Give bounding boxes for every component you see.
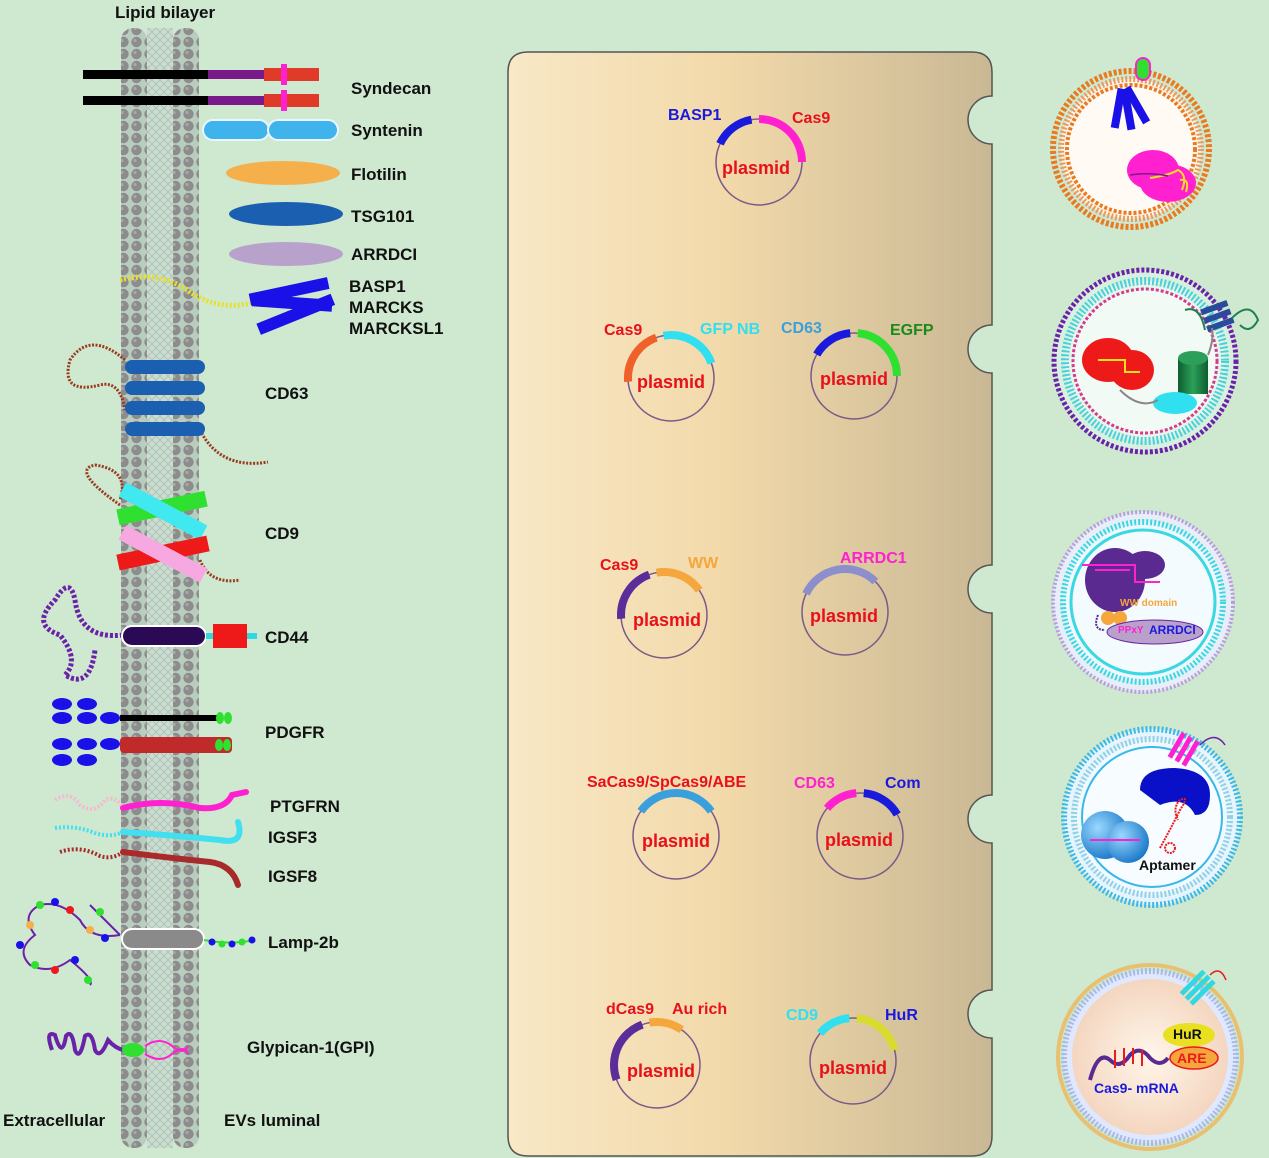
ptgfrn-shape: [53, 789, 249, 812]
arrdci-label: ARRDCI: [351, 245, 418, 264]
syndecan-label: Syndecan: [351, 79, 432, 98]
syntenin-label: Syntenin: [351, 121, 423, 140]
plasmid-8-label-b: Au rich: [672, 1001, 728, 1018]
plasmid-1-text: plasmid: [722, 158, 791, 178]
cell-body: [507, 51, 993, 1157]
igsf3-label: IGSF3: [268, 828, 318, 847]
plasmid-8-label-a: dCas9: [606, 1001, 655, 1018]
glypican-1-label: Glypican-1(GPI): [247, 1038, 375, 1057]
plasmid-gene-arc: [610, 1020, 644, 1082]
ww-domain-label: WW domain: [1120, 598, 1178, 609]
plasmid-gene-arc: [823, 789, 857, 812]
lamp-2b-shape: [16, 898, 256, 986]
vesicle-3: [1051, 510, 1235, 694]
flotilin-shape: [226, 161, 340, 185]
lipid-bilayer: [121, 28, 199, 1148]
plasmid-4-label-b: WW: [688, 555, 719, 572]
plasmid-3-text: plasmid: [820, 369, 889, 389]
cd44-shape: [41, 585, 257, 682]
marcksl1-label: MARCKSL1: [349, 319, 444, 338]
vesicle-5: [1056, 963, 1244, 1151]
plasmid-9-label-b: HuR: [885, 1007, 918, 1024]
cd44-label: CD44: [265, 628, 309, 647]
vesicle-4: [1061, 726, 1243, 908]
arrdci-shape: [229, 242, 343, 266]
basp1-shape: [119, 274, 336, 335]
plasmid-9-label-a: CD9: [786, 1007, 819, 1024]
plasmid-3-label-a: CD63: [781, 320, 822, 337]
lipid-bilayer-title: Lipid bilayer: [115, 3, 216, 22]
plasmid-gene-arc: [655, 568, 703, 593]
plasmid-gene-arc: [716, 115, 753, 146]
tsg101-label: TSG101: [351, 207, 415, 226]
plasmid-ring: [809, 1017, 897, 1105]
plasmid-7-text: plasmid: [825, 830, 894, 850]
plasmid-gene-arc: [802, 565, 879, 596]
evs-luminal-label: EVs luminal: [224, 1111, 321, 1130]
plasmid-5-label-a: ARRDC1: [840, 550, 907, 567]
plasmid-gene-arc: [856, 1014, 899, 1052]
cd63-shape: [66, 343, 269, 465]
vesicle-1: [1050, 57, 1212, 230]
plasmid-2-text: plasmid: [637, 372, 706, 392]
syndecan-shape: [83, 64, 319, 111]
vesicle-2: [1051, 267, 1260, 455]
plasmid-gene-arc: [637, 789, 715, 814]
aptamer-shape: [1159, 797, 1186, 854]
aptamer-label: Aptamer: [1139, 857, 1196, 873]
pdgfr-shape: [52, 698, 232, 766]
plasmid-gene-arc: [617, 570, 651, 620]
igsf8-label: IGSF8: [268, 867, 318, 886]
plasmid-gene-arc: [648, 1018, 684, 1034]
syntenin-shape: [202, 119, 339, 141]
cd63-label: CD63: [265, 384, 309, 403]
hur-label: HuR: [1173, 1026, 1202, 1042]
ptgfrn-label: PTGFRN: [270, 797, 340, 816]
plasmid-gene-arc: [863, 789, 901, 817]
plasmid-1-label-b: Cas9: [792, 110, 831, 127]
plasmid-gene-arc: [662, 331, 716, 365]
glypican-1-shape: [47, 1031, 189, 1060]
are-label: ARE: [1177, 1050, 1207, 1066]
plasmid-6-label-a: SaCas9/SpCas9/ABE: [587, 774, 747, 791]
plasmid-gene-arc: [813, 329, 851, 357]
igsf8-shape: [59, 847, 241, 888]
plasmid-gene-arc: [816, 1014, 850, 1037]
plasmid-ring: [816, 792, 904, 880]
tsg101-shape: [229, 202, 343, 226]
plasmid-7-label-b: Com: [885, 775, 921, 792]
plasmid-4-text: plasmid: [633, 610, 702, 630]
plasmid-3-label-b: EGFP: [890, 322, 934, 339]
plasmid-2-label-a: Cas9: [604, 322, 643, 339]
igsf3-shape: [54, 819, 243, 844]
plasmid-4-label-a: Cas9: [600, 557, 639, 574]
plasmid-gene-arc: [857, 329, 901, 377]
plasmid-5-text: plasmid: [810, 606, 879, 626]
plasmid-9-text: plasmid: [819, 1058, 888, 1078]
plasmid-8-text: plasmid: [627, 1061, 696, 1081]
v3-arrdci-label: ARRDCI: [1149, 623, 1196, 637]
pdgfr-label: PDGFR: [265, 723, 325, 742]
cd9-shape: [85, 463, 241, 583]
cd9-label: CD9: [265, 524, 300, 543]
plasmid-2-label-b: GFP NB: [700, 321, 761, 338]
plasmid-rings: [610, 115, 904, 1109]
plasmid-6-text: plasmid: [642, 831, 711, 851]
plasmid-1-label-a: BASP1: [668, 107, 722, 124]
plasmid-gene-arc: [624, 333, 658, 383]
flotilin-label: Flotilin: [351, 165, 407, 184]
plasmid-7-label-a: CD63: [794, 775, 835, 792]
plasmid-gene-arc: [758, 115, 806, 163]
cas9-mrna-label: Cas9- mRNA: [1094, 1080, 1179, 1096]
extracellular-label: Extracellular: [3, 1111, 106, 1130]
ppxy-label: PPxY: [1118, 625, 1144, 636]
marcks-label: MARCKS: [349, 298, 424, 317]
lamp-2b-label: Lamp-2b: [268, 933, 339, 952]
basp1-label: BASP1: [349, 277, 406, 296]
